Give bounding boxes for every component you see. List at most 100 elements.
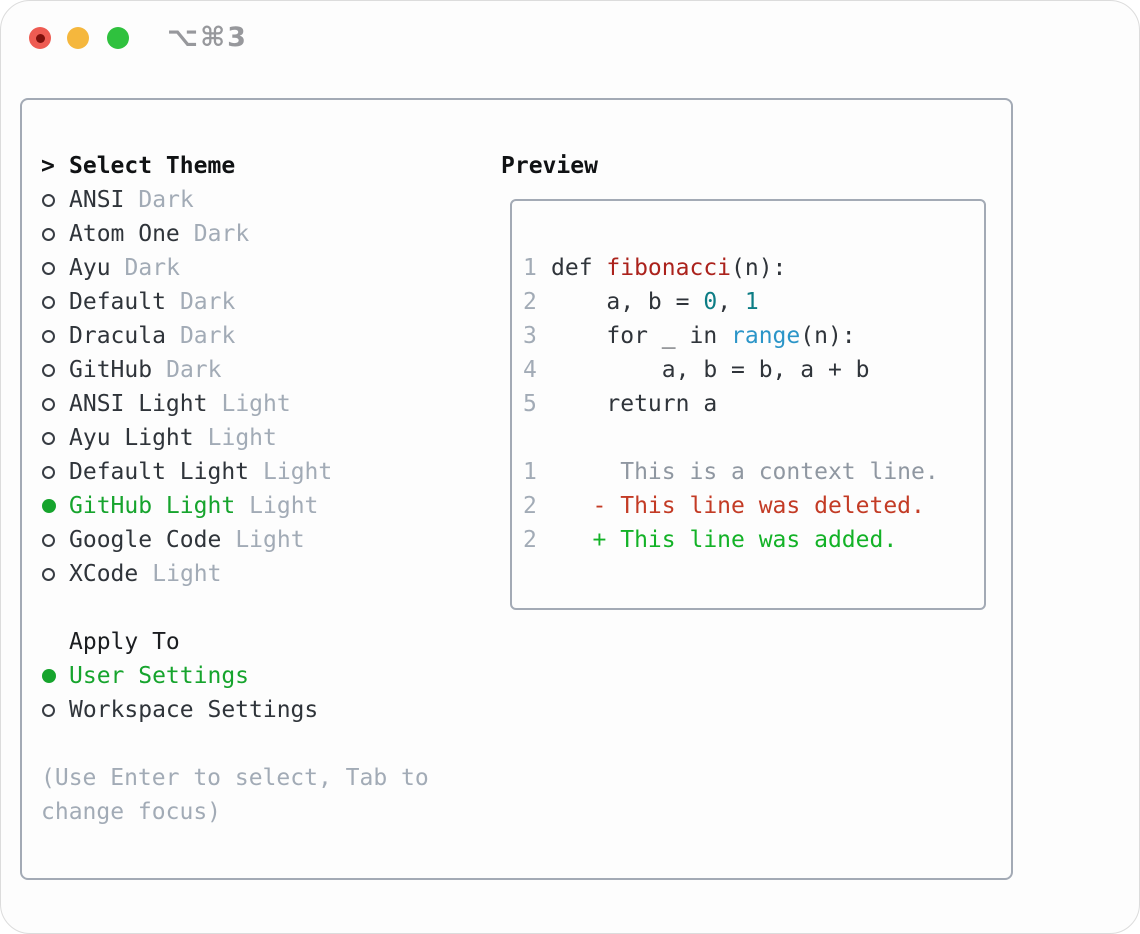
diff-context-text: This is a context line. — [551, 459, 939, 485]
diff-deleted-text: - This line was deleted. — [551, 493, 925, 519]
theme-name: Default — [69, 289, 166, 315]
theme-variant: Dark — [124, 255, 180, 281]
code-text: return a — [551, 391, 718, 417]
window-title: ⌥⌘3 — [167, 22, 248, 53]
theme-name: GitHub — [69, 357, 153, 383]
theme-selector-panel: > Select Theme ANSI Dark Atom One Dark A… — [20, 98, 1013, 880]
apply-option-user-settings[interactable]: User Settings — [41, 659, 429, 693]
apply-option-workspace-settings[interactable]: Workspace Settings — [41, 693, 429, 727]
diff-added-line: 2 + This line was added. — [523, 523, 984, 557]
code-line-1: 1 def fibonacci(n): — [523, 251, 984, 285]
apply-to-header-row: Apply To — [41, 625, 429, 659]
code-line-5: 5 return a — [523, 387, 984, 421]
cursor-icon: > — [41, 153, 55, 179]
select-theme-header-row: > Select Theme — [41, 149, 429, 183]
code-text: a, b = b, a + b — [551, 357, 870, 383]
line-number: 2 — [523, 289, 537, 315]
radio-icon — [42, 465, 55, 479]
code-line-4: 4 a, b = b, a + b — [523, 353, 984, 387]
theme-option-github-dark[interactable]: GitHub Dark — [41, 353, 429, 387]
radio-icon — [42, 703, 55, 717]
theme-variant: Light — [249, 493, 319, 519]
radio-icon — [42, 397, 55, 411]
line-number: 2 — [523, 493, 537, 519]
help-text-row-2: change focus) — [41, 795, 429, 829]
code-number-literal: 0 — [703, 289, 718, 315]
line-number: 5 — [523, 391, 537, 417]
radio-icon — [42, 363, 55, 377]
theme-variant: Dark — [179, 289, 236, 315]
radio-icon — [42, 329, 55, 343]
titlebar: ⌥⌘3 — [1, 1, 1139, 75]
theme-name: Ayu — [69, 255, 111, 281]
theme-option-ansi-dark[interactable]: ANSI Dark — [41, 183, 429, 217]
code-function-name: fibonacci — [606, 255, 732, 281]
code-number-literal: 1 — [744, 289, 759, 315]
code-text: , — [717, 289, 745, 315]
select-theme-header: Select Theme — [69, 153, 236, 179]
theme-option-default-light[interactable]: Default Light Light — [41, 455, 429, 489]
line-number: 1 — [523, 459, 537, 485]
theme-option-ayu-light[interactable]: Ayu Light Light — [41, 421, 429, 455]
theme-variant: Light — [152, 561, 222, 587]
radio-icon — [42, 193, 55, 207]
blank-line — [523, 421, 984, 455]
apply-option-label: Workspace Settings — [69, 697, 319, 723]
theme-name: ANSI — [69, 187, 125, 213]
help-text-line2: change focus) — [41, 799, 222, 825]
theme-variant: Dark — [193, 221, 250, 247]
theme-variant: Light — [221, 391, 291, 417]
code-text: (n): — [800, 323, 856, 349]
close-button[interactable] — [29, 27, 51, 49]
theme-option-atom-one-dark[interactable]: Atom One Dark — [41, 217, 429, 251]
theme-variant: Dark — [179, 323, 236, 349]
theme-name: ANSI Light — [69, 391, 208, 417]
diff-context-line: 1 This is a context line. — [523, 455, 984, 489]
theme-variant: Dark — [138, 187, 194, 213]
theme-variant: Light — [263, 459, 333, 485]
line-number: 3 — [523, 323, 537, 349]
theme-name: Google Code — [69, 527, 222, 553]
close-dot-icon — [35, 33, 45, 43]
theme-option-google-code[interactable]: Google Code Light — [41, 523, 429, 557]
line-number: 1 — [523, 255, 537, 281]
apply-option-label: User Settings — [69, 663, 250, 689]
minimize-button[interactable] — [67, 27, 89, 49]
radio-icon — [42, 227, 55, 241]
theme-option-ayu-dark[interactable]: Ayu Dark — [41, 251, 429, 285]
help-text-line1: (Use Enter to select, Tab to — [41, 765, 429, 791]
theme-name: XCode — [69, 561, 139, 587]
radio-icon — [42, 431, 55, 445]
code-text: (n): — [731, 255, 787, 281]
theme-name: Default Light — [69, 459, 250, 485]
code-builtin: range — [731, 323, 801, 349]
diff-deleted-line: 2 - This line was deleted. — [523, 489, 984, 523]
code-keyword: def — [551, 255, 607, 281]
theme-option-default-dark[interactable]: Default Dark — [41, 285, 429, 319]
theme-name: Ayu Light — [69, 425, 194, 451]
theme-list: > Select Theme ANSI Dark Atom One Dark A… — [41, 149, 429, 829]
theme-option-github-light[interactable]: GitHub Light Light — [41, 489, 429, 523]
diff-added-text: + This line was added. — [551, 527, 898, 553]
theme-name: Atom One — [69, 221, 180, 247]
preview-header: Preview — [501, 153, 598, 179]
theme-option-ansi-light[interactable]: ANSI Light Light — [41, 387, 429, 421]
apply-to-header: Apply To — [69, 629, 180, 655]
theme-option-dracula-dark[interactable]: Dracula Dark — [41, 319, 429, 353]
code-line-2: 2 a, b = 0, 1 — [523, 285, 984, 319]
theme-variant: Light — [207, 425, 277, 451]
radio-icon — [42, 295, 55, 309]
theme-option-xcode[interactable]: XCode Light — [41, 557, 429, 591]
radio-selected-icon — [42, 669, 56, 683]
radio-icon — [42, 261, 55, 275]
code-text: a, b = — [551, 289, 704, 315]
radio-icon — [42, 533, 55, 547]
code-text: for _ in — [551, 323, 732, 349]
code-line-3: 3 for _ in range(n): — [523, 319, 984, 353]
line-number: 2 — [523, 527, 537, 553]
theme-name: Dracula — [69, 323, 166, 349]
theme-variant: Light — [235, 527, 305, 553]
maximize-button[interactable] — [107, 27, 129, 49]
